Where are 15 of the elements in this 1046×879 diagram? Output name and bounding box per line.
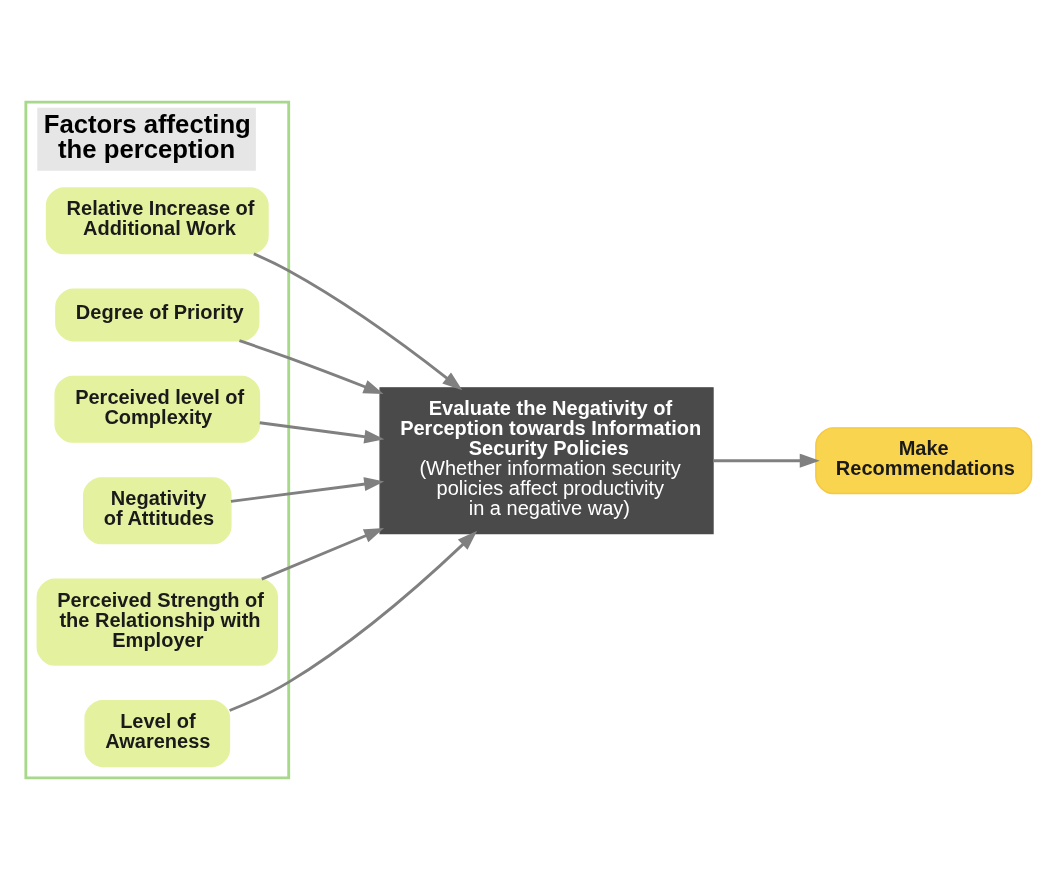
- node-box: Level of Awareness: [84, 699, 231, 767]
- node-box: Perceived level of Complexity: [54, 375, 261, 443]
- arrow: [238, 338, 384, 394]
- arrow: [230, 476, 385, 503]
- arrow: [229, 530, 478, 712]
- node-box: Negativity of Attitudes: [83, 476, 232, 544]
- arrow: [261, 527, 385, 580]
- node-box: Evaluate the Negativity of Perception towards Information Security Policies (Whether information security policies affect productivity in a negative way): [379, 386, 714, 534]
- node-box: Make Recommendations: [815, 426, 1033, 494]
- arrow: [253, 252, 463, 390]
- node-box: Degree of Priority: [55, 288, 260, 341]
- node-box: Relative Increase of Additional Work: [45, 186, 269, 254]
- arrow: [259, 420, 385, 444]
- arrow: [713, 453, 820, 468]
- node-box: Perceived Strength of the Relationship with Employer: [36, 578, 278, 666]
